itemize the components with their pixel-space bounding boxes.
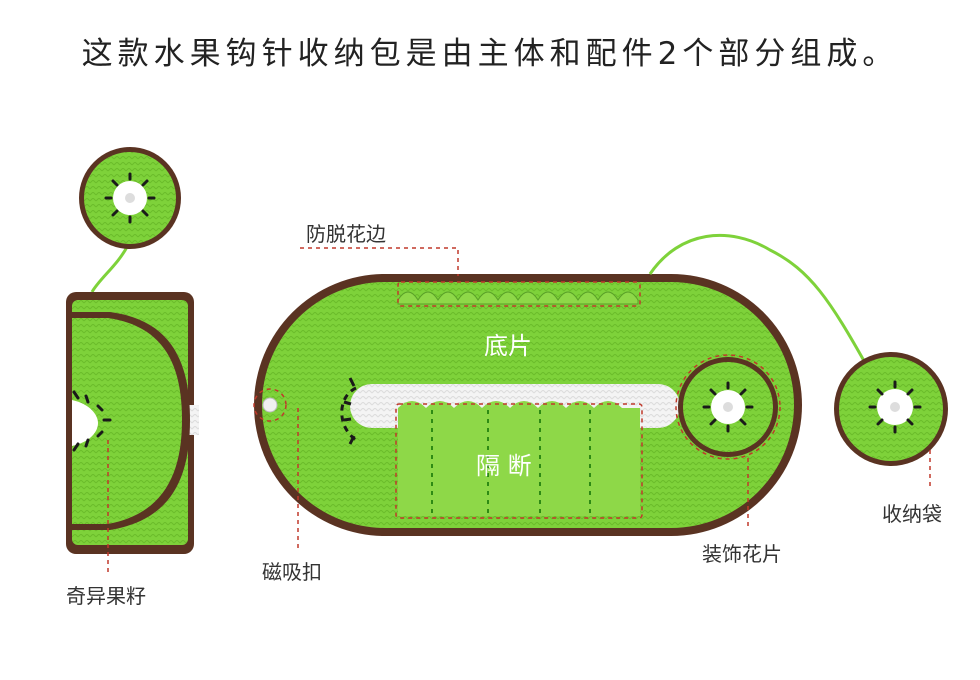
decorative-piece-label: 装饰花片: [702, 542, 782, 566]
magnet-clasp-icon: [262, 397, 278, 413]
storage-pouch-label: 收纳袋: [882, 502, 942, 526]
anti-drop-lace: [397, 291, 639, 305]
main-body: [254, 233, 870, 536]
callout-lines: [107, 247, 931, 572]
kiwi-seeds-icon: [72, 390, 112, 452]
anti-drop-lace-label: 防脱花边: [306, 222, 386, 246]
divider-pocket: [398, 401, 640, 516]
magnetic-clasp-label: 磁吸扣: [262, 560, 322, 584]
storage-pouch: [834, 352, 948, 466]
divider-label: 隔 断: [476, 452, 532, 480]
top-coin-pouch: [79, 147, 181, 249]
page-title: 这款水果钩针收纳包是由主体和配件2个部分组成。: [81, 36, 899, 72]
left-half-kiwi-icon: [340, 377, 357, 445]
decorative-kiwi-flower: [678, 357, 778, 457]
rolled-bag: [66, 147, 199, 554]
bottom-piece-label: 底片: [484, 332, 532, 360]
kiwi-seeds-label: 奇异果籽: [66, 584, 146, 608]
